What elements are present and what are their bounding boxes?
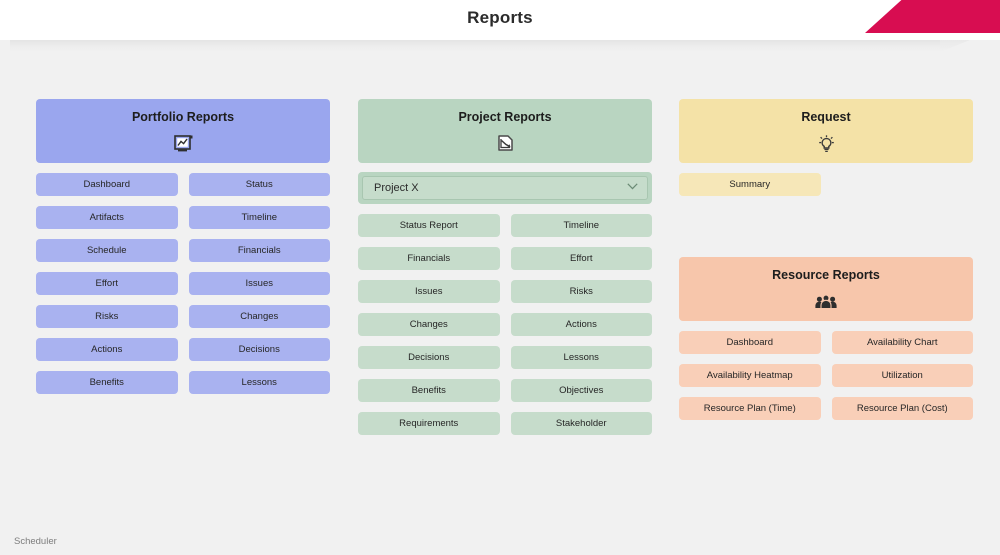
page-body: Portfolio Reports Dashboard Status Artif…: [0, 52, 1000, 555]
portfolio-button-decisions[interactable]: Decisions: [188, 338, 330, 361]
portfolio-reports-panel: Portfolio Reports Dashboard Status Artif…: [36, 99, 330, 394]
portfolio-button-dashboard[interactable]: Dashboard: [36, 173, 178, 196]
request-buttons: Summary: [679, 173, 973, 196]
scheduler-label: Scheduler: [14, 536, 57, 547]
project-reports-title: Project Reports: [458, 110, 552, 124]
portfolio-button-risks[interactable]: Risks: [36, 305, 178, 328]
project-button-decisions[interactable]: Decisions: [358, 346, 500, 369]
project-button-timeline[interactable]: Timeline: [510, 214, 652, 237]
portfolio-button-lessons[interactable]: Lessons: [188, 371, 330, 394]
brand-accent-shape: [865, 0, 1000, 33]
portfolio-button-artifacts[interactable]: Artifacts: [36, 206, 178, 229]
portfolio-button-status[interactable]: Status: [188, 173, 330, 196]
resource-button-resource-plan-time[interactable]: Resource Plan (Time): [679, 397, 821, 420]
people-group-icon: [685, 290, 967, 312]
resource-reports-title: Resource Reports: [772, 268, 880, 282]
project-button-risks[interactable]: Risks: [510, 280, 652, 303]
chart-decreasing-icon: [364, 132, 646, 154]
project-selector[interactable]: Project X: [362, 176, 648, 200]
request-button-summary[interactable]: Summary: [679, 173, 821, 196]
project-button-benefits[interactable]: Benefits: [358, 379, 500, 402]
resource-reports-header: Resource Reports: [679, 257, 973, 321]
resource-button-dashboard[interactable]: Dashboard: [679, 331, 821, 354]
header-shadow: [10, 40, 940, 52]
portfolio-button-benefits[interactable]: Benefits: [36, 371, 178, 394]
project-reports-panel: Project Reports Project X Statu: [358, 99, 652, 435]
project-button-financials[interactable]: Financials: [358, 247, 500, 270]
resource-reports-panel: Resource Reports Dashboard Availability …: [679, 257, 973, 420]
project-button-issues[interactable]: Issues: [358, 280, 500, 303]
resource-button-availability-heatmap[interactable]: Availability Heatmap: [679, 364, 821, 387]
portfolio-button-financials[interactable]: Financials: [188, 239, 330, 262]
portfolio-button-effort[interactable]: Effort: [36, 272, 178, 295]
request-title: Request: [801, 110, 851, 124]
project-button-effort[interactable]: Effort: [510, 247, 652, 270]
project-button-objectives[interactable]: Objectives: [510, 379, 652, 402]
project-button-changes[interactable]: Changes: [358, 313, 500, 336]
request-panel: Request Summary: [679, 99, 973, 196]
portfolio-reports-title: Portfolio Reports: [131, 110, 235, 124]
project-reports-buttons: Status Report Timeline Financials Effort…: [358, 214, 652, 435]
portfolio-button-timeline[interactable]: Timeline: [188, 206, 330, 229]
project-selector-wrapper: Project X: [358, 172, 652, 204]
portfolio-button-issues[interactable]: Issues: [188, 272, 330, 295]
page-title: Reports: [467, 8, 533, 27]
project-button-lessons[interactable]: Lessons: [510, 346, 652, 369]
project-button-actions[interactable]: Actions: [510, 313, 652, 336]
light-bulb-icon: [685, 132, 967, 154]
portfolio-button-actions[interactable]: Actions: [36, 338, 178, 361]
request-header: Request: [679, 99, 973, 163]
resource-button-resource-plan-cost[interactable]: Resource Plan (Cost): [831, 397, 973, 420]
resource-reports-buttons: Dashboard Availability Chart Availabilit…: [679, 331, 973, 420]
portfolio-reports-header: Portfolio Reports: [36, 99, 330, 163]
chart-increasing-icon: [42, 132, 324, 154]
project-button-status-report[interactable]: Status Report: [358, 214, 500, 237]
portfolio-reports-buttons: Dashboard Status Artifacts Timeline Sche…: [36, 173, 330, 394]
resource-button-utilization[interactable]: Utilization: [831, 364, 973, 387]
portfolio-button-schedule[interactable]: Schedule: [36, 239, 178, 262]
project-button-stakeholder[interactable]: Stakeholder: [510, 412, 652, 435]
project-button-requirements[interactable]: Requirements: [358, 412, 500, 435]
project-reports-header: Project Reports: [358, 99, 652, 163]
app-header: Reports: [0, 0, 1000, 40]
resource-button-availability-chart[interactable]: Availability Chart: [831, 331, 973, 354]
portfolio-button-changes[interactable]: Changes: [188, 305, 330, 328]
